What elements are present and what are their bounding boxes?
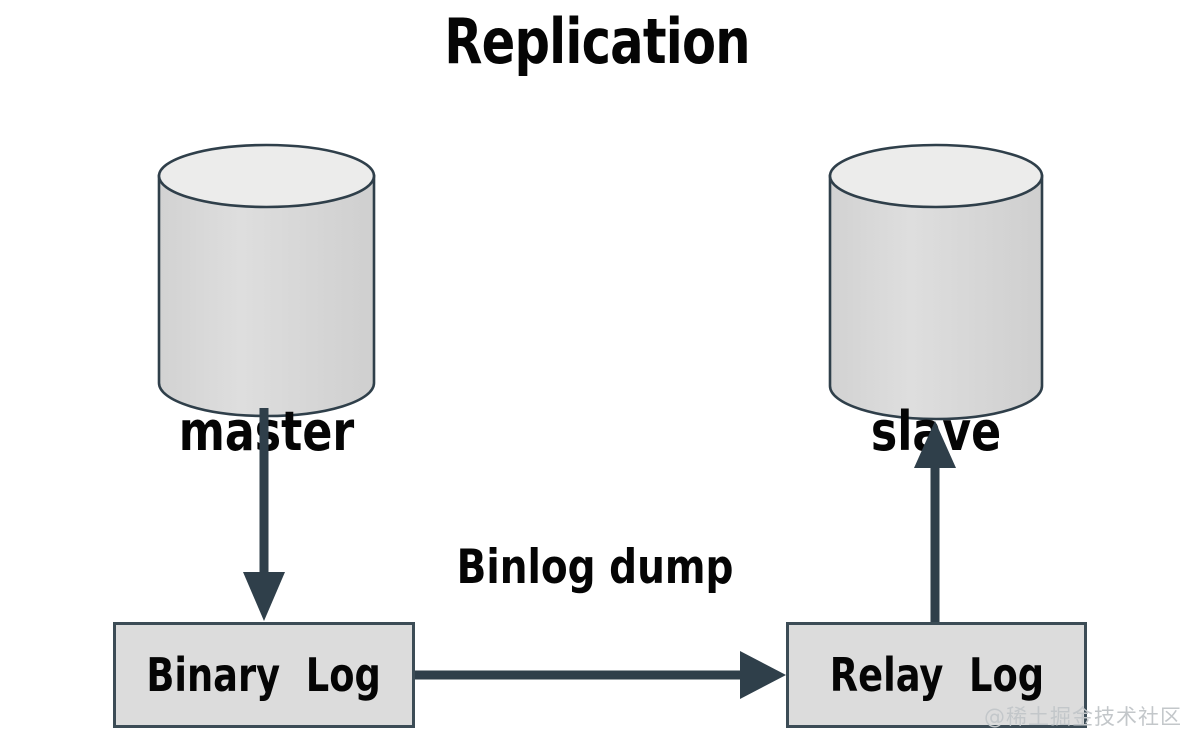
cylinder-shape-slave — [828, 143, 1044, 421]
page-title: Replication — [444, 5, 750, 78]
edge-label-binlog-dump: Binlog dump — [456, 540, 734, 595]
node-master[interactable]: master — [157, 143, 376, 459]
arrow-relay-log-to-slave — [914, 421, 956, 622]
watermark: @稀土掘金技术社区 — [984, 705, 1182, 729]
arrow-master-to-binary-log — [243, 408, 285, 621]
node-relay-log-label: Relay Log — [829, 648, 1044, 702]
node-slave[interactable]: slave — [828, 143, 1044, 459]
arrow-binary-log-to-relay-log — [415, 651, 786, 699]
cylinder-shape-master — [157, 143, 376, 418]
node-relay-log[interactable]: Relay Log — [786, 622, 1087, 728]
node-binary-log[interactable]: Binary Log — [113, 622, 415, 728]
node-binary-log-label: Binary Log — [146, 648, 382, 702]
